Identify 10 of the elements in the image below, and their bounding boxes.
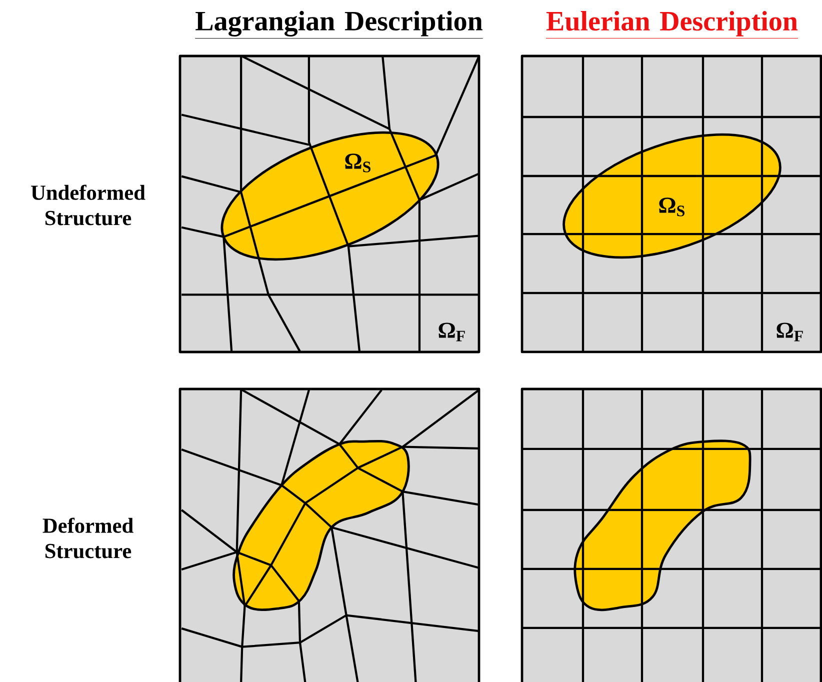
deformed-solid: [232, 440, 410, 612]
domain-label: Ω$_{F}$: [438, 322, 465, 342]
column-heading: Eulerian Description: [546, 10, 798, 38]
column-heading: Lagrangian Description: [194, 10, 484, 39]
row-label: Undeformed Structure: [31, 184, 146, 226]
domain-label: Ω$_{S}$: [659, 198, 684, 216]
domain-label: Ω$_{F}$: [776, 322, 803, 342]
deformed-solid: [574, 440, 752, 612]
row-label: Deformed Structure: [42, 518, 134, 558]
domain-label: Ω$_{S}$: [345, 154, 370, 172]
